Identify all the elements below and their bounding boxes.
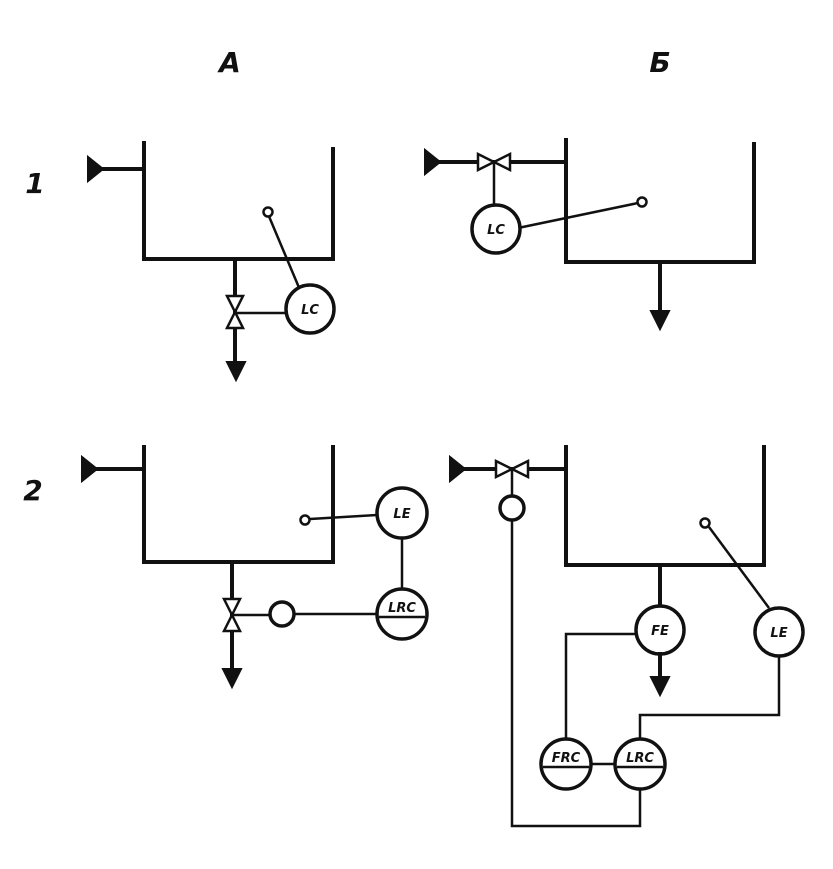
level-signal-line [638, 656, 781, 740]
le-label: LE [770, 626, 787, 641]
tank [564, 445, 766, 567]
scheme-a2: LE LRC [81, 445, 429, 690]
level-sensor-icon [699, 517, 711, 529]
outlet-arrow-icon [221, 668, 243, 690]
lc-label: LC [301, 303, 319, 318]
outlet-arrow-icon [649, 676, 671, 698]
inlet-arrow-icon [81, 454, 99, 484]
level-sensor-line [309, 513, 378, 521]
row-number-2: 2 [23, 474, 42, 507]
column-header-b: Б [649, 46, 670, 79]
level-sensor-line [266, 213, 302, 291]
level-sensor-line [517, 201, 639, 230]
tank [564, 138, 756, 264]
lc-controller [470, 203, 522, 255]
control-valve-icon [221, 597, 243, 618]
column-header-a: А [217, 46, 241, 79]
row-number-1: 1 [25, 167, 44, 200]
frc-label: FRC [552, 751, 581, 766]
control-valve-icon [224, 294, 246, 315]
outlet-arrow-icon [649, 310, 671, 332]
inlet-arrow-icon [449, 454, 467, 484]
control-valve-icon [476, 151, 497, 173]
fe-label: FE [651, 624, 669, 639]
valve-actuator [498, 494, 526, 522]
lrc-controller [375, 587, 429, 641]
lc-label: LC [487, 223, 505, 238]
tank [142, 445, 335, 564]
flow-signal-line [564, 632, 636, 740]
valve-signal-line [510, 520, 642, 828]
scheme-b2: FE LE FRC LRC [449, 445, 805, 828]
valve-actuator [268, 600, 296, 628]
lc-controller [284, 283, 336, 335]
level-sensor-line [707, 526, 771, 609]
inlet-arrow-icon [424, 147, 442, 177]
outlet-arrow-icon [225, 361, 247, 383]
tank [142, 141, 335, 261]
level-sensor-icon [636, 196, 648, 208]
inlet-arrow-icon [87, 154, 105, 184]
level-sensor-icon [299, 514, 311, 526]
le-label: LE [393, 507, 410, 522]
lrc-label: LRC [388, 601, 416, 616]
scheme-b1: LC [424, 138, 756, 332]
scheme-a1: LC [87, 141, 336, 383]
level-sensor-icon [262, 206, 274, 218]
lrc-label: LRC [626, 751, 654, 766]
control-valve-icon [494, 458, 515, 480]
